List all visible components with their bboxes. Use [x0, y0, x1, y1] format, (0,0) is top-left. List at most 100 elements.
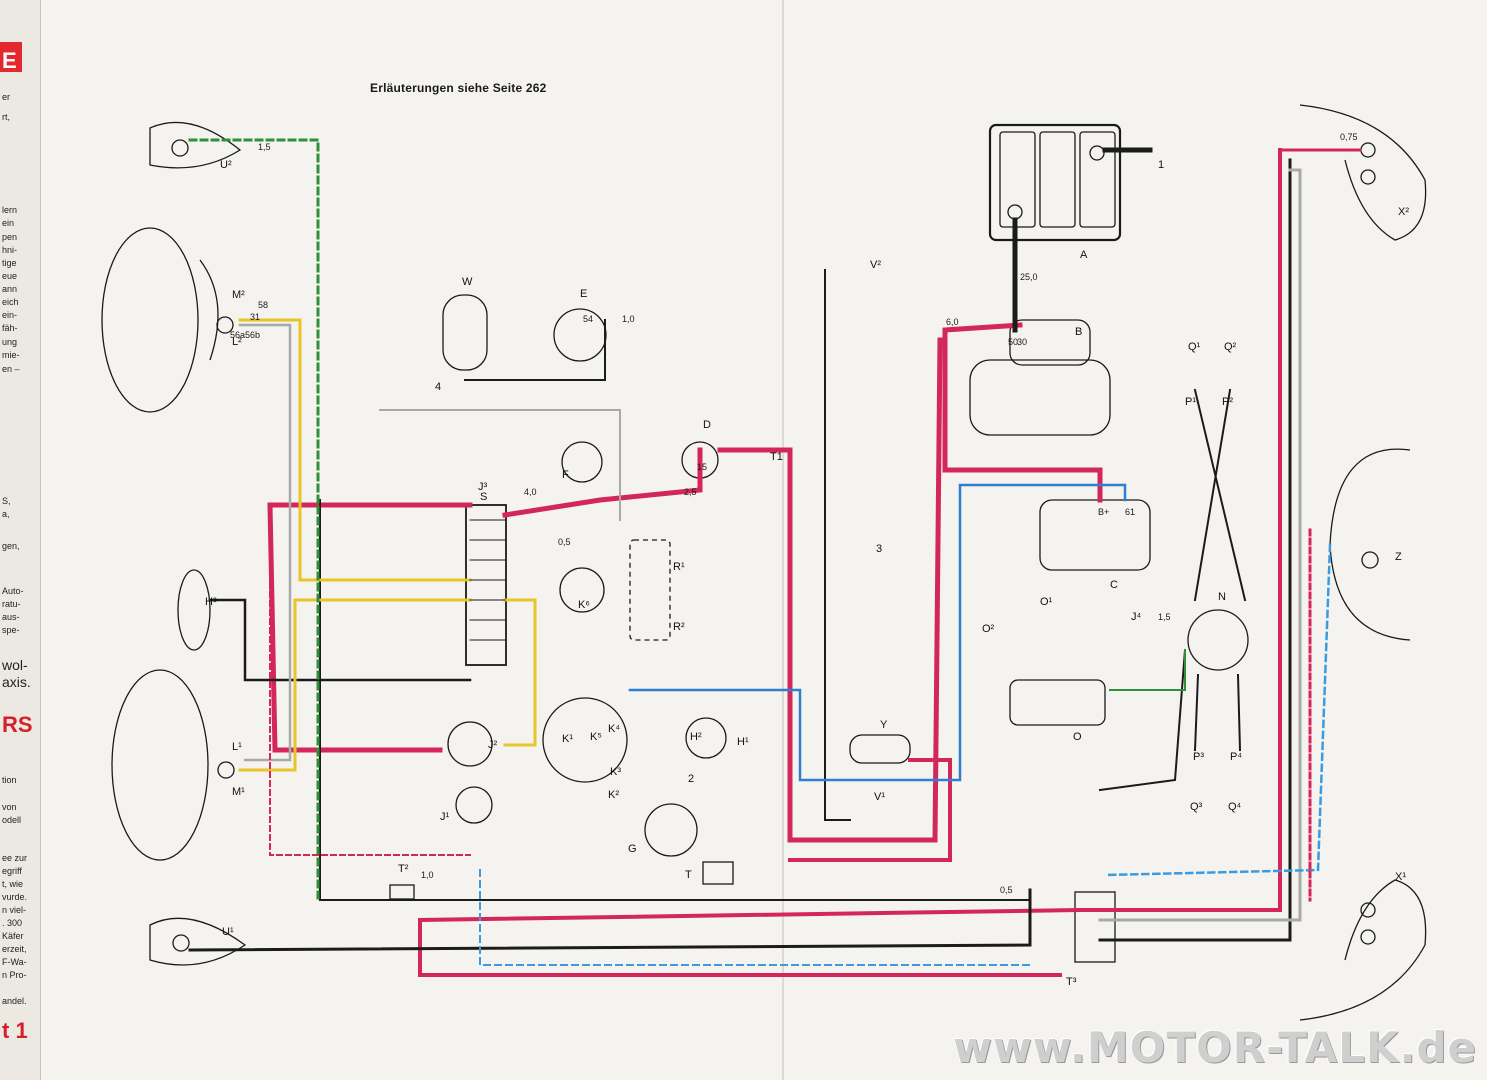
edge-fragment: tige: [2, 258, 17, 268]
wire-gauge-label: 4,0: [524, 487, 537, 497]
edge-fragment: n Pro-: [2, 970, 27, 980]
connector-t2: [389, 884, 415, 900]
edge-fragment: a,: [2, 509, 10, 519]
wire-plug-3: [1193, 673, 1200, 752]
component-label-u2: U²: [220, 159, 232, 171]
terminal-label: 54: [583, 314, 593, 324]
edge-fragment: . 300: [2, 918, 23, 928]
wire-black-h3: [208, 598, 472, 682]
edge-fragment: t 1: [2, 1018, 28, 1043]
wire-gauge-label: 25,0: [1020, 272, 1038, 282]
component-label-c: C: [1110, 579, 1118, 591]
wire-gauge-label: 6,0: [946, 317, 959, 327]
component-label-d: D: [703, 419, 711, 431]
wire-plug-2: [1193, 388, 1232, 602]
wire-black-2: [319, 499, 1031, 901]
component-label-u1: U¹: [222, 926, 234, 938]
component-label-a: A: [1080, 249, 1088, 261]
edge-fragment: ee zur: [2, 853, 28, 863]
terminal-label: 61: [1125, 507, 1135, 517]
generator-c: [1039, 499, 1151, 571]
wire-green-dist: [1109, 649, 1186, 691]
component-label-k3: K³: [610, 766, 621, 778]
wire-gauge-label: 1,0: [622, 314, 635, 324]
component-label-p1: P¹: [1185, 396, 1196, 408]
edge-fragment: RS: [2, 712, 33, 737]
component-label-l2: L²: [232, 336, 242, 348]
wire-blue-dash: [1103, 543, 1332, 877]
wire-blue-dash-2: [479, 869, 1031, 966]
lamp-u2: [149, 121, 242, 169]
wire-red-trunk: [717, 337, 943, 843]
switch-e: [553, 308, 607, 362]
component-label-k4: K⁴: [608, 723, 620, 735]
lamp-y: [849, 734, 911, 764]
component-label-f: F: [562, 469, 569, 481]
wire-gauge-label: 0,5: [1000, 885, 1013, 895]
edge-fragment: eich: [2, 297, 19, 307]
wire-plug-4: [1236, 673, 1242, 752]
wire-yellow-2: [238, 598, 472, 772]
edge-fragment: andel.: [2, 996, 27, 1006]
watermark: www.MOTOR-TALK.de: [953, 1023, 1477, 1072]
edge-fragment: wol-: [2, 660, 28, 671]
edge-fragment: t, wie: [2, 879, 24, 889]
edge-fragment: tion: [2, 775, 17, 785]
edge-fragment: ung: [2, 337, 18, 347]
edge-fragment: fäh-: [2, 323, 18, 333]
component-label-g4: 4: [435, 381, 441, 393]
edge-fragment: egriff: [2, 866, 22, 876]
wire-gauge-label: 2,5: [684, 487, 697, 497]
edge-red-block: [0, 42, 22, 72]
component-label-q1: Q¹: [1188, 341, 1201, 353]
headlight-l2: [101, 227, 199, 413]
terminal-label: 31: [250, 312, 260, 322]
terminal-label: 15: [697, 462, 707, 472]
component-label-e: E: [580, 288, 587, 300]
connector-t: [702, 861, 734, 885]
edge-fragment: gen,: [2, 541, 20, 551]
wire-grey-fuse: [379, 409, 621, 521]
component-label-o1: O¹: [1040, 596, 1053, 608]
component-label-g2: 2: [688, 773, 694, 785]
component-label-s: S: [480, 491, 487, 503]
component-label-y: Y: [880, 719, 888, 731]
wire-black-wiper: [464, 319, 606, 381]
edge-fragment: Auto-: [2, 586, 24, 596]
bulb-u2: [171, 139, 189, 157]
wire-black-dist: [1098, 648, 1187, 792]
edge-fragment: erzeit,: [2, 944, 27, 954]
headlight-z: [1329, 448, 1411, 641]
wire-green-black: [188, 138, 320, 902]
switch-j2: [447, 721, 493, 767]
wire-grey-2: [238, 323, 292, 762]
component-label-r2: R²: [673, 621, 685, 633]
edge-fragment: ein: [2, 218, 15, 228]
wire-gauge-label: 0,75: [1340, 132, 1358, 142]
wire-red-front: [267, 502, 473, 753]
terminal-label: 50: [1008, 337, 1018, 347]
speedometer-k6: [559, 567, 605, 613]
edge-fragment: rt,: [2, 112, 10, 122]
wire-yellow-3: [503, 598, 537, 747]
component-label-v2: V²: [870, 259, 881, 271]
component-label-p2: P²: [1222, 396, 1233, 408]
edge-fragment: ann: [2, 284, 18, 294]
switch-f: [561, 441, 603, 483]
component-label-x2: X²: [1398, 206, 1409, 218]
component-label-q2: Q²: [1224, 341, 1237, 353]
battery-a: [988, 123, 1122, 242]
component-label-j2: J²: [488, 739, 498, 751]
wire-black-v2: [824, 269, 851, 821]
component-label-p3: P³: [1193, 751, 1204, 763]
component-label-k6: K⁶: [578, 599, 590, 611]
wire-black-rear: [1098, 158, 1292, 942]
edge-fragment: er: [2, 92, 11, 102]
wire-red-main: [942, 322, 1103, 503]
component-label-h2: H²: [690, 731, 702, 743]
component-label-v1: V¹: [874, 791, 885, 803]
edge-fragment: odell: [2, 815, 22, 825]
fuel-gauge-g: [644, 803, 698, 857]
wire-red-dist: [788, 758, 952, 862]
component-label-g1: 1: [1158, 159, 1164, 171]
